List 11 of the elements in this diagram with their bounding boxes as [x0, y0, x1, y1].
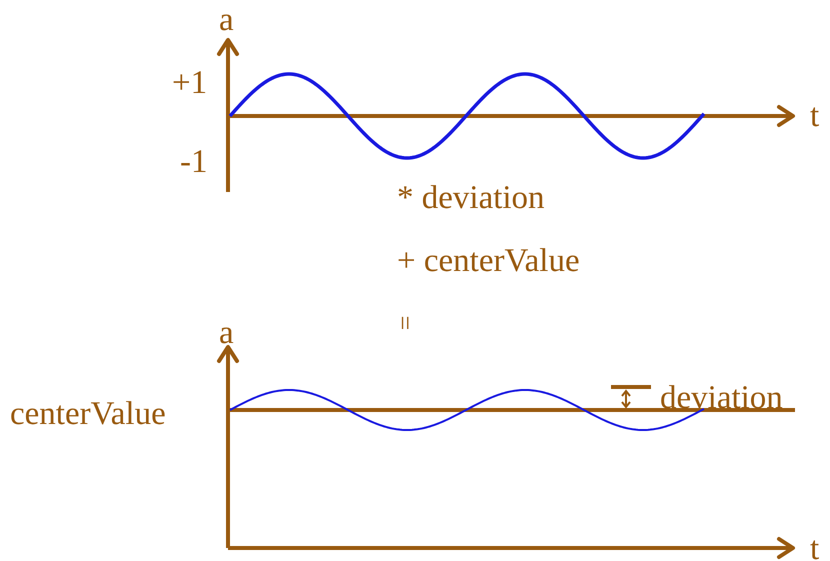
axis-label: t: [810, 98, 820, 134]
axis-label: a: [219, 315, 234, 351]
formula-text: + centerValue: [397, 243, 580, 279]
tick-label: +1: [172, 65, 208, 101]
annotation-text: deviation: [660, 380, 783, 416]
axis-label: a: [219, 2, 234, 38]
tick-label: -1: [180, 144, 208, 180]
axis-label: t: [810, 531, 820, 561]
axis-label: centerValue: [10, 396, 166, 432]
formula-text: * deviation: [397, 180, 545, 216]
equals-sign: =: [389, 316, 420, 330]
